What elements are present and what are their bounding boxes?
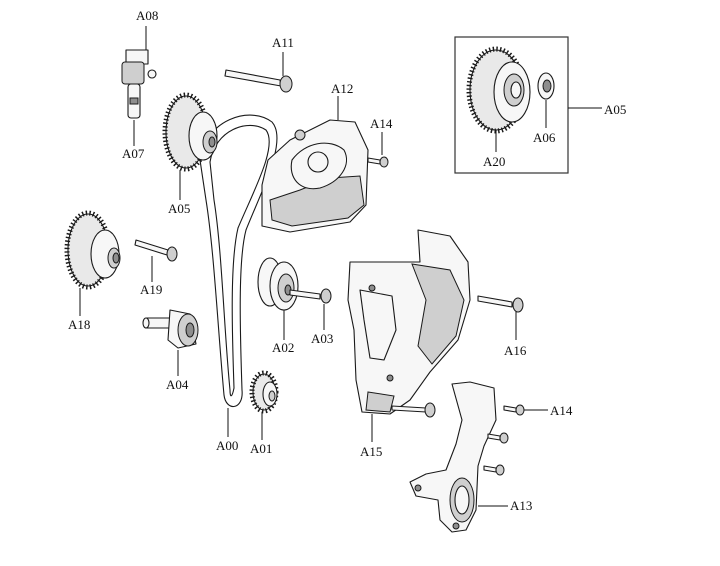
part-a14-bolts-bottom [483, 404, 548, 476]
label-a12: A12 [331, 81, 353, 96]
part-a15-rear-bracket [347, 229, 471, 442]
part-a14-bolt-top [367, 132, 389, 168]
part-a01-crankshaft-gear [249, 370, 279, 440]
part-a03-bolt [289, 288, 332, 330]
part-a18-gear [64, 210, 121, 316]
label-a11: A11 [272, 35, 294, 50]
label-a06: A06 [533, 130, 556, 145]
part-a12-timing-cover [261, 96, 369, 233]
part-a04-tensioner [142, 309, 199, 376]
label-a05-inset: A05 [604, 102, 626, 117]
label-a14-bottom: A14 [550, 403, 573, 418]
label-a02: A02 [272, 340, 294, 355]
part-a20-camshaft-adjuster [466, 46, 531, 152]
label-a05-gear: A05 [168, 201, 190, 216]
part-a13-lower-cover [409, 381, 508, 533]
part-a16-bolt [477, 295, 524, 340]
part-a11-bolt [224, 52, 293, 93]
label-a01: A01 [250, 441, 272, 456]
label-a15: A15 [360, 444, 382, 459]
label-a18: A18 [68, 317, 90, 332]
label-a04: A04 [166, 377, 189, 392]
part-a00-timing-belt [199, 114, 278, 437]
label-a16: A16 [504, 343, 527, 358]
label-a19: A19 [140, 282, 162, 297]
part-a02-idler-pulley [257, 257, 299, 340]
inset-box-a05-assembly [454, 36, 602, 174]
label-a07: A07 [122, 146, 145, 161]
label-a20: A20 [483, 154, 505, 169]
label-a13: A13 [510, 498, 532, 513]
part-a05-camshaft-gear [162, 92, 218, 200]
part-a06-washer [537, 72, 555, 128]
label-a14-top: A14 [370, 116, 393, 131]
label-a00: A00 [216, 438, 238, 453]
part-a07-a08-sensor [121, 26, 157, 146]
label-a08: A08 [136, 8, 158, 23]
label-a03: A03 [311, 331, 333, 346]
part-a19-bolt [134, 239, 178, 282]
